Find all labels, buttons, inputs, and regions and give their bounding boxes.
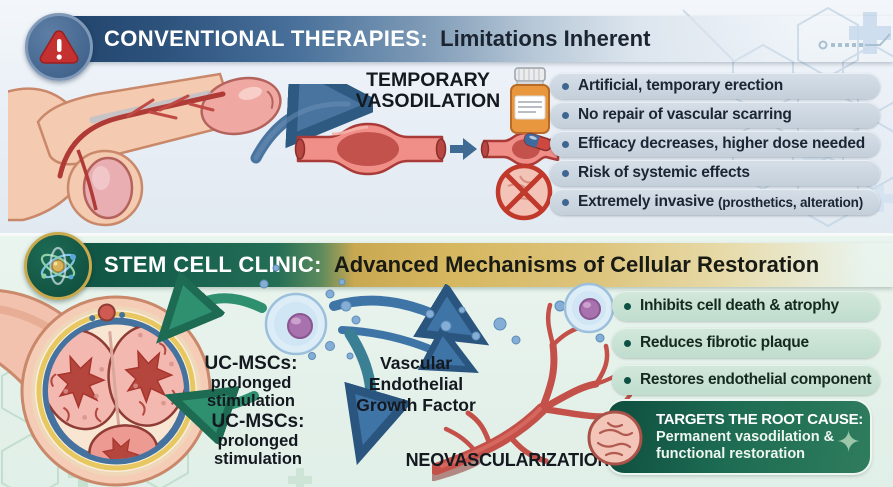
stem-cell-subtitle: Advanced Mechanisms of Cellular Restorat… (333, 252, 820, 277)
conventional-title: CONVENTIONAL THERAPIES: (104, 26, 429, 51)
list-item: Inhibits cell death & atrophy (612, 291, 880, 321)
list-item: Restores endothelial component (612, 365, 880, 395)
stem-cell-illustration (264, 292, 328, 356)
bullet-dot (562, 111, 569, 119)
limitations-list: Artificial, temporary erection No repair… (550, 73, 880, 215)
list-item-note: (prosthetics, alteration) (718, 194, 864, 210)
list-item: Extremely invasive(prosthetics, alterati… (550, 189, 880, 215)
temporary-vasodilation-label: TEMPORARY VASODILATION (355, 69, 501, 112)
bullet-dot (562, 198, 569, 206)
list-item-label: Reduces fibrotic plaque (640, 334, 809, 351)
bullet-dot (562, 82, 569, 90)
warning-icon (25, 13, 93, 81)
ucmsc-title: UC-MSCs: (204, 353, 298, 374)
badge-line: Permanent vasodilation & (656, 429, 835, 445)
atom-icon (24, 232, 92, 300)
section-conventional: CONVENTIONAL THERAPIES: Limitations Inhe… (0, 0, 893, 233)
ucmsc-sub: prolonged stimulation (213, 432, 302, 468)
bullet-dot (624, 339, 631, 347)
list-item-label: Inhibits cell death & atrophy (640, 297, 839, 314)
tissue-icon (587, 410, 643, 466)
bullet-dot (624, 302, 631, 310)
penile-cross-section-illustration (0, 289, 212, 487)
benefits-list: Inhibits cell death & atrophy Reduces fi… (612, 291, 880, 395)
flow-arrow-to-vasodilation (250, 84, 373, 164)
list-item-label: Artificial, temporary erection (578, 77, 784, 94)
ucmsc-sub: prolonged stimulation (206, 374, 295, 410)
list-item-label: Efficacy decreases, higher dose needed (578, 135, 866, 152)
list-item-label: Restores endothelial component (640, 371, 872, 388)
badge-line: functional restoration (656, 446, 806, 462)
vasodilation-vessels-illustration (294, 122, 560, 176)
prohibition-icon (495, 163, 553, 221)
ucmsc-label-2: UC-MSCs: prolonged stimulation (188, 411, 328, 469)
penis-anatomy-illustration (8, 72, 282, 227)
list-item-label: No repair of vascular scarring (578, 106, 792, 123)
stem-cell-icon (563, 282, 615, 334)
sparkle-icon: ✦ (836, 426, 862, 459)
vegf-label: Vascular Endothelial Growth Factor (356, 353, 476, 415)
ucmsc-title: UC-MSCs: (211, 411, 305, 432)
badge-title: TARGETS THE ROOT CAUSE: (656, 411, 863, 428)
list-item: Reduces fibrotic plaque (612, 328, 880, 358)
list-item: Artificial, temporary erection (550, 73, 880, 99)
list-item: No repair of vascular scarring (550, 102, 880, 128)
list-item-label: Extremely invasive (578, 193, 714, 210)
list-item-label: Risk of systemic effects (578, 164, 750, 181)
bullet-dot (562, 169, 569, 177)
list-item: Efficacy decreases, higher dose needed (550, 131, 880, 157)
neovascularization-label: NEOVASCULARIZATION (405, 450, 611, 470)
conventional-subtitle: Limitations Inherent (440, 26, 651, 51)
root-cause-badge: TARGETS THE ROOT CAUSE: Permanent vasodi… (608, 401, 870, 473)
conventional-banner: CONVENTIONAL THERAPIES: Limitations Inhe… (38, 16, 893, 62)
flow-arrows-layer (0, 264, 605, 487)
section-stem-cell: STEM CELL CLINIC: Advanced Mechanisms of… (0, 232, 893, 487)
list-item: Risk of systemic effects (550, 160, 880, 186)
bullet-dot (562, 140, 569, 148)
bullet-dot (624, 376, 631, 384)
ucmsc-label-1: UC-MSCs: prolonged stimulation (181, 353, 321, 411)
